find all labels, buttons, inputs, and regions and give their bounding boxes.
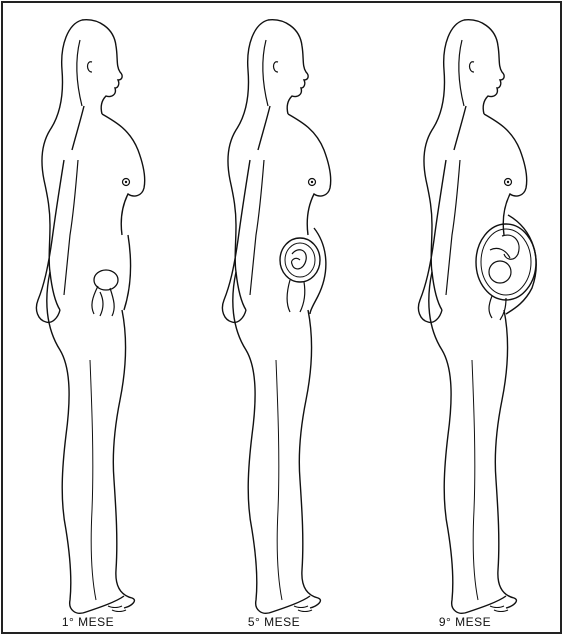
caption-month-9: 9° MESE [405,615,525,629]
figure-month-9 [418,20,536,614]
caption-month-5: 5° MESE [214,615,334,629]
uterus-large [476,224,536,320]
figure-month-1 [36,20,144,614]
caption-month-1: 1° MESE [28,615,148,629]
figure-month-5 [222,20,330,614]
uterus-medium [280,238,320,312]
uterus-small [92,270,118,316]
